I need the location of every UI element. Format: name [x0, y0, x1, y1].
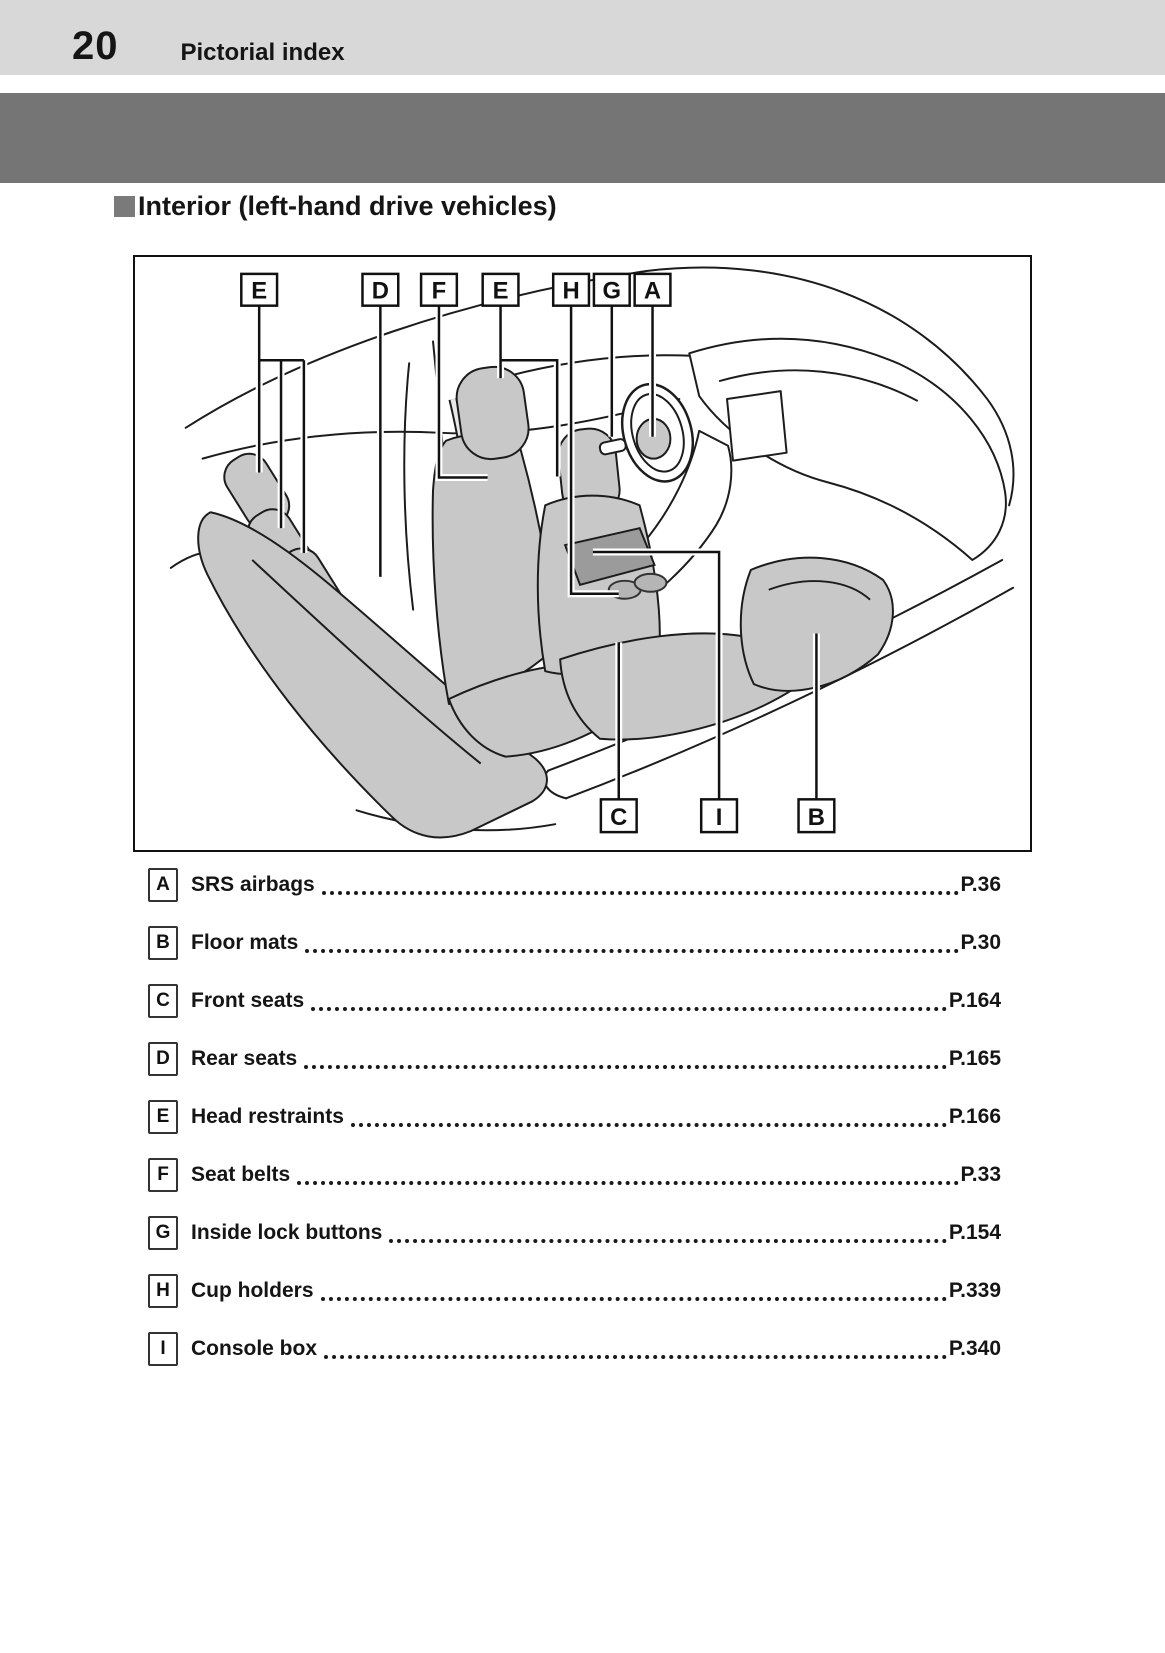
callout-letter: A	[644, 278, 661, 305]
callout-line-H	[569, 305, 619, 595]
callout-letters-bottom: C I B	[610, 804, 825, 831]
floor-mat	[739, 556, 894, 692]
section-heading: Interior (left-hand drive vehicles)	[114, 191, 557, 222]
callout-line-I	[592, 550, 721, 800]
callout-letter: E	[251, 278, 267, 305]
callout-letter: I	[716, 804, 723, 831]
dotted-leader	[305, 949, 959, 953]
key-box: B	[148, 926, 178, 960]
item-label: Seat belts	[191, 1163, 291, 1186]
key-box: G	[148, 1216, 178, 1250]
dotted-leader	[320, 1297, 947, 1301]
item-label: Cup holders	[191, 1279, 314, 1302]
page-reference: P.164	[948, 989, 1001, 1012]
page-reference: P.339	[948, 1279, 1001, 1302]
dotted-leader	[324, 1355, 947, 1359]
key-box: C	[148, 984, 178, 1018]
dotted-leader	[297, 1181, 959, 1185]
callout-letter: D	[372, 278, 389, 305]
rear-bench	[197, 511, 548, 839]
interior-illustration: E D F E H G A C I B	[169, 266, 1015, 839]
callout-letter: H	[562, 278, 579, 305]
item-label: SRS airbags	[191, 873, 315, 896]
index-row-g: G Inside lock buttons P.154	[148, 1204, 1001, 1262]
steering-wheel	[621, 382, 694, 483]
callout-line-E-rear	[257, 305, 306, 554]
rear-seat	[197, 452, 548, 839]
index-row-b: B Floor mats P.30	[148, 914, 1001, 972]
key-box: H	[148, 1274, 178, 1308]
callout-letter: G	[603, 278, 622, 305]
callout-letter: B	[808, 804, 825, 831]
item-label: Floor mats	[191, 931, 299, 954]
dotted-leader	[350, 1123, 947, 1127]
item-label: Console box	[191, 1337, 318, 1360]
callout-line-F	[437, 305, 488, 479]
page-reference: P.340	[948, 1337, 1001, 1360]
callout-letter: F	[432, 278, 447, 305]
index-row-d: D Rear seats P.165	[148, 1030, 1001, 1088]
callout-letter: C	[610, 804, 627, 831]
cup-holder-2	[633, 572, 668, 593]
key-box: D	[148, 1042, 178, 1076]
index-row-e: E Head restraints P.166	[148, 1088, 1001, 1146]
dotted-leader	[389, 1239, 947, 1243]
callout-labels-top	[240, 272, 672, 307]
page-reference: P.165	[948, 1047, 1001, 1070]
key-box: F	[148, 1158, 178, 1192]
callout-letters-top: E D F E H G A	[251, 278, 661, 305]
callout-labels-bottom	[599, 798, 836, 834]
key-box: I	[148, 1332, 178, 1366]
front-headrest-left	[455, 365, 530, 461]
front-passenger-seat	[431, 365, 636, 758]
page-header: 20 Pictorial index	[0, 0, 1165, 75]
index-row-a: A SRS airbags P.36	[148, 856, 1001, 914]
chapter-band	[0, 93, 1165, 183]
dotted-leader	[304, 1065, 947, 1069]
dashboard	[585, 337, 1007, 626]
callout-lines	[255, 305, 820, 800]
page-reference: P.166	[948, 1105, 1001, 1128]
index-row-h: H Cup holders P.339	[148, 1262, 1001, 1320]
key-box: E	[148, 1100, 178, 1134]
interior-diagram: E D F E H G A C I B	[133, 255, 1032, 852]
console-box	[563, 527, 656, 586]
key-box: A	[148, 868, 178, 902]
page-reference: P.36	[960, 873, 1002, 896]
callout-letter: E	[493, 278, 509, 305]
section-title: Pictorial index	[180, 38, 345, 66]
dotted-leader	[311, 1007, 947, 1011]
section-heading-text: Interior (left-hand drive vehicles)	[138, 191, 557, 221]
page-reference: P.154	[948, 1221, 1001, 1244]
dotted-leader	[321, 891, 959, 895]
index-row-f: F Seat belts P.33	[148, 1146, 1001, 1204]
inside-lock-button	[598, 438, 627, 456]
index-row-c: C Front seats P.164	[148, 972, 1001, 1030]
index-row-i: I Console box P.340	[148, 1320, 1001, 1378]
item-label: Front seats	[191, 989, 305, 1012]
page-reference: P.30	[960, 931, 1002, 954]
page-reference: P.33	[960, 1163, 1002, 1186]
item-label: Rear seats	[191, 1047, 298, 1070]
callout-line-E-front	[499, 305, 559, 477]
item-label: Inside lock buttons	[191, 1221, 383, 1244]
pictorial-index-list: A SRS airbags P.36 B Floor mats P.30 C F…	[148, 856, 1001, 1378]
page-number: 20	[72, 24, 119, 68]
item-label: Head restraints	[191, 1105, 344, 1128]
square-bullet-icon	[114, 196, 135, 217]
